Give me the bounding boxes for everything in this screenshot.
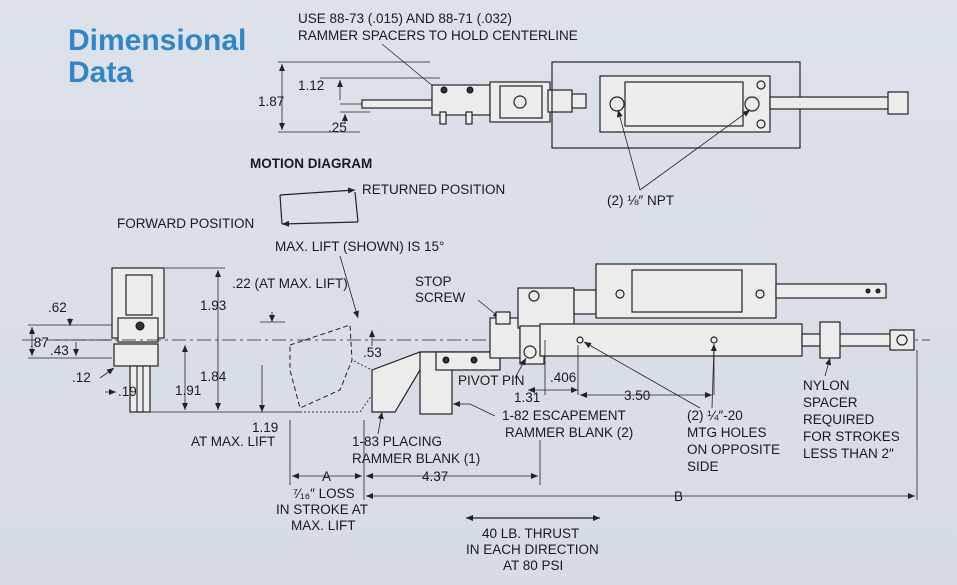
mtg-label-2: MTG HOLES	[687, 425, 767, 440]
title-line-1: Dimensional	[68, 24, 246, 57]
dim-0-87: .87	[30, 335, 49, 350]
dim-0-53: .53	[363, 345, 382, 360]
nylon-label-4: FOR STROKES	[803, 429, 900, 444]
dim-0-62: .62	[48, 300, 67, 315]
dim-1-91: 1.91	[175, 383, 201, 398]
thrust-label-1: 40 LB. THRUST	[482, 526, 579, 541]
motion-heading: MOTION DIAGRAM	[250, 156, 372, 171]
nylon-label-2: SPACER	[803, 395, 858, 410]
nylon-label-1: NYLON	[803, 378, 850, 393]
dim-0-43: .43	[50, 343, 69, 358]
placing-label-2: RAMMER BLANK (1)	[352, 451, 480, 466]
motion-diagram: MOTION DIAGRAM RETURNED POSITION FORWARD…	[117, 156, 505, 231]
loss-label-2: IN STROKE AT	[276, 502, 368, 517]
dim-B: B	[674, 489, 683, 504]
dim-0-12: .12	[72, 370, 91, 385]
stop-label-2: SCREW	[415, 290, 466, 305]
dim-0-19: .19	[118, 384, 137, 399]
at-max-lift-label: AT MAX. LIFT	[191, 434, 275, 449]
mtg-label-3: ON OPPOSITE	[687, 442, 780, 457]
dim-1-31: 1.31	[514, 390, 540, 405]
top-note-line-2: RAMMER SPACERS TO HOLD CENTERLINE	[298, 28, 578, 43]
mtg-label-1: (2) ¼″-20	[687, 408, 743, 423]
dim-0-406: .406	[550, 370, 576, 385]
title-line-2: Data	[68, 56, 133, 89]
loss-label-1: ⁷⁄₁₆″ LOSS	[293, 486, 355, 501]
forward-position-label: FORWARD POSITION	[117, 216, 254, 231]
dim-4-37: 4.37	[422, 469, 448, 484]
top-view: USE 88-73 (.015) AND 88-71 (.032) RAMMER…	[258, 11, 909, 208]
dim-A: A	[322, 469, 331, 484]
top-note-line-1: USE 88-73 (.015) AND 88-71 (.032)	[298, 11, 512, 26]
loss-label-3: MAX. LIFT	[291, 518, 356, 533]
nylon-label-5: LESS THAN 2″	[803, 446, 894, 461]
escapement-label-1: 1-82 ESCAPEMENT	[502, 408, 626, 423]
escapement-label-2: RAMMER BLANK (2)	[505, 425, 633, 440]
thrust-label-3: AT 80 PSI	[503, 558, 563, 573]
dim-1-12: 1.12	[298, 78, 324, 93]
thrust-label-2: IN EACH DIRECTION	[466, 542, 599, 557]
npt-label: (2) ⅛″ NPT	[607, 193, 674, 208]
nylon-label-3: REQUIRED	[803, 412, 875, 427]
pivot-pin-label: PIVOT PIN	[458, 373, 525, 388]
dim-1-87: 1.87	[258, 94, 284, 109]
side-view: MAX. LIFT (SHOWN) IS 15° .22 (AT MAX. LI…	[22, 239, 930, 573]
dim-1-93: 1.93	[200, 298, 226, 313]
mtg-label-4: SIDE	[687, 459, 719, 474]
stop-label-1: STOP	[415, 274, 452, 289]
dim-0-25: .25	[328, 120, 347, 135]
dim-1-19: 1.19	[252, 420, 278, 435]
max-lift-label: MAX. LIFT (SHOWN) IS 15°	[275, 239, 444, 254]
dim-3-50: 3.50	[624, 388, 650, 403]
dim-0-22: .22 (AT MAX. LIFT)	[232, 276, 348, 291]
dim-1-84: 1.84	[200, 369, 227, 384]
placing-label-1: 1-83 PLACING	[352, 434, 442, 449]
returned-position-label: RETURNED POSITION	[362, 182, 505, 197]
